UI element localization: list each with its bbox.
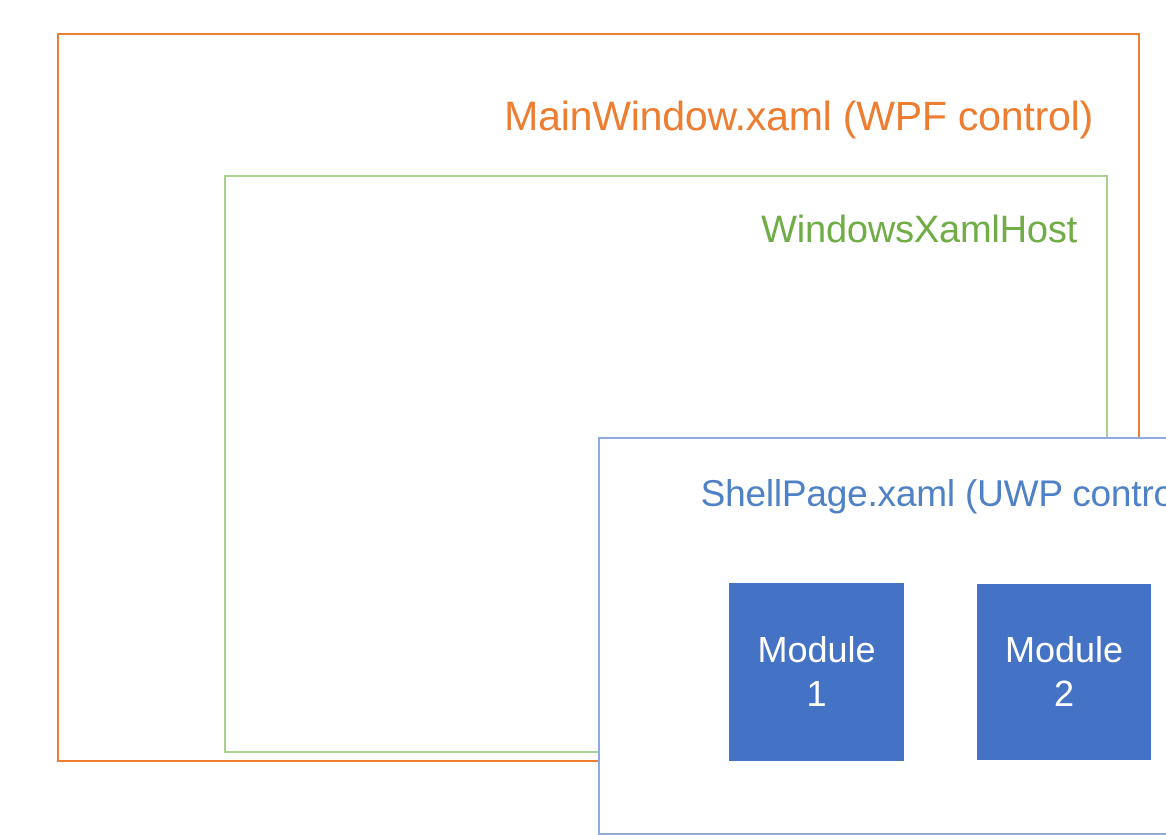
mainwindow-wpf-label: MainWindow.xaml (WPF control) <box>504 93 1093 139</box>
shellpage-uwp-label: ShellPage.xaml (UWP control) <box>700 473 1166 514</box>
module-2-tile: Module 2 <box>977 584 1151 760</box>
module-2-name: Module <box>1004 629 1124 671</box>
module-1-number: 1 <box>806 673 827 714</box>
mainwindow-wpf-container: MainWindow.xaml (WPF control) WindowsXam… <box>57 33 1166 835</box>
windowsxamlhost-container: WindowsXamlHost ShellPage.xaml (UWP cont… <box>224 175 1166 835</box>
module-2-number: 2 <box>1053 673 1075 714</box>
shellpage-uwp-container: ShellPage.xaml (UWP control) Module 1 Mo… <box>598 437 1166 835</box>
windowsxamlhost-label: WindowsXamlHost <box>761 209 1077 251</box>
diagram-canvas: MainWindow.xaml (WPF control) WindowsXam… <box>57 33 1166 835</box>
module-1-tile: Module 1 <box>729 583 904 761</box>
module-1-name: Module <box>757 629 876 671</box>
